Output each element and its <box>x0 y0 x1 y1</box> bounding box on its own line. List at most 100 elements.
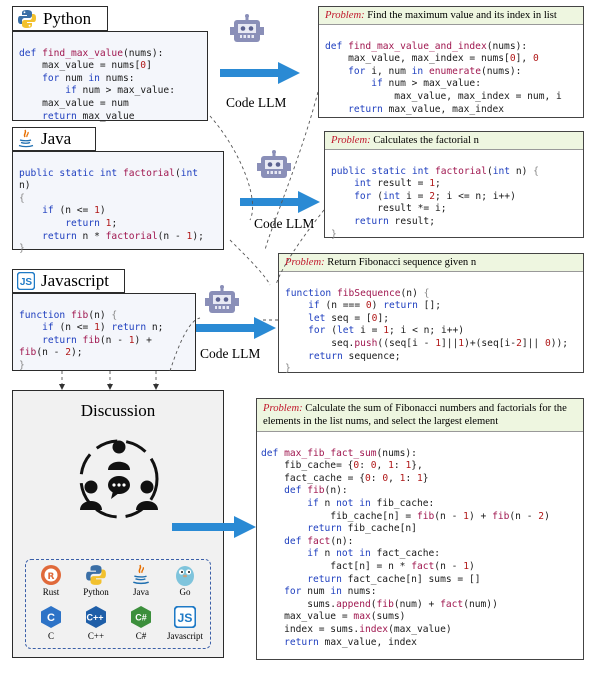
java-label-text: Java <box>41 129 72 148</box>
python-output-box: Problem: Find the maximum value and its … <box>318 6 584 118</box>
code-line: fib_cache[n] = fib(n - 1) + fib(n - 2) <box>261 510 550 522</box>
code-line: max_value = max(sums) <box>261 611 406 623</box>
code-line: fact_cache = {0: 0, 1: 1} <box>261 472 429 484</box>
code-line: sums.append(fib(num) + fact(num)) <box>261 598 498 610</box>
code-line: if n not in fact_cache: <box>307 548 441 560</box>
code-line: def find_max_value_and_index(nums): <box>325 40 528 52</box>
problem-text: Return Fibonacci sequence given n <box>327 257 477 268</box>
code-line: def fact(n): <box>284 535 354 547</box>
language-label: Go <box>179 587 191 597</box>
arrow-icon <box>196 317 276 339</box>
java-logo-icon <box>133 564 149 585</box>
code-line: { <box>19 192 25 204</box>
problem-text: Calculate the sum of Fibonacci numbers a… <box>263 403 567 427</box>
arrow-icon <box>172 516 256 538</box>
svg-text:R: R <box>48 572 55 582</box>
java-output-code: public static int factorial(int n) { int… <box>325 150 583 269</box>
cpp-language-icon: C++ <box>86 606 106 628</box>
code-line: max_value, max_index = nums[0], 0 <box>325 53 539 65</box>
problem-header: Problem: Return Fibonacci sequence given… <box>279 254 583 272</box>
code-line: if (n <= 1) return n; <box>42 322 164 334</box>
code-line: return max_value, max_index <box>348 103 505 115</box>
code-llm-label: Code LLM <box>200 346 261 361</box>
problem-text: Calculates the factorial n <box>373 135 479 146</box>
python-logo-icon <box>86 565 106 585</box>
svg-text:C++: C++ <box>86 613 103 623</box>
problem-header: Problem: Calculates the factorial n <box>325 132 583 150</box>
code-line: return fact_cache[n] sums = [] <box>307 573 481 585</box>
code-line: return sequence; <box>308 350 401 362</box>
discussion-box: Discussion R Rust Python Java <box>12 390 224 658</box>
code-line: return max_value, index <box>284 636 417 648</box>
javascript-source-code: function fib(n) { if (n <= 1) return n; … <box>12 293 196 371</box>
javascript-output-code: function fibSequence(n) { if (n === 0) r… <box>279 272 583 404</box>
robot-icon <box>230 14 264 42</box>
code-line: } <box>19 243 25 255</box>
svg-text:C#: C# <box>135 613 147 623</box>
language-label: C# <box>135 631 147 641</box>
code-line: max_value = num <box>19 97 129 109</box>
c-language-icon: C <box>41 606 61 628</box>
problem-tag: Problem: <box>263 403 303 414</box>
code-line: for num in nums: <box>42 72 135 84</box>
code-line: if (n <= 1) <box>42 205 106 217</box>
robot-icon <box>257 150 291 178</box>
java-output-box: Problem: Calculates the factorial n publ… <box>324 131 584 240</box>
rust-icon: R <box>41 565 61 585</box>
python-source-code: def find_max_value(nums): max_value = nu… <box>12 31 208 122</box>
code-line: return fib(n - 1) + <box>42 334 152 346</box>
code-line: if num > max_value: <box>371 78 481 90</box>
python-label: Python <box>12 6 108 31</box>
code-line: for (int i = 2; i <= n; i++) <box>354 190 516 202</box>
go-gopher-icon <box>176 566 194 586</box>
language-label: Rust <box>42 587 60 597</box>
code-line: let seq = [0]; <box>308 312 389 324</box>
java-label: Java <box>12 127 96 151</box>
code-line: if num > max_value: <box>65 85 175 97</box>
svg-text:C: C <box>47 612 55 624</box>
code-line: int result = 1; <box>354 178 441 190</box>
code-line: function fib(n) { <box>19 309 118 321</box>
code-line: return result; <box>354 215 435 227</box>
code-line: fact[n] = n * fact(n - 1) <box>261 560 475 572</box>
code-line: public static int factorial(int <box>19 167 199 179</box>
language-label: Javascript <box>167 631 203 641</box>
arrow-icon <box>220 62 300 84</box>
svg-text:JS: JS <box>178 611 193 625</box>
code-line: def max_fib_fact_sum(nums): <box>261 447 417 459</box>
code-line: for i, num in enumerate(nums): <box>348 65 522 77</box>
javascript-logo-icon: JS <box>17 272 35 290</box>
svg-text:JS: JS <box>20 277 33 288</box>
code-line: return fib_cache[n] <box>307 523 417 535</box>
code-line: } <box>19 359 25 371</box>
code-line: def find_max_value(nums): <box>19 47 164 59</box>
code-line: public static int factorial(int n) { <box>331 165 539 177</box>
code-line: return n * factorial(n - 1); <box>42 230 204 242</box>
code-line: max_value = nums[0] <box>19 60 152 72</box>
problem-text: Find the maximum value and its index in … <box>367 10 557 21</box>
javascript-output-box: Problem: Return Fibonacci sequence given… <box>278 253 584 374</box>
code-line: index = sums.index(max_value) <box>261 623 452 635</box>
code-line: fib_cache= {0: 0, 1: 1}, <box>261 460 423 472</box>
code-llm-label: Code LLM <box>254 216 315 231</box>
java-logo-icon <box>18 129 34 148</box>
final-output-box: Problem: Calculate the sum of Fibonacci … <box>256 398 584 660</box>
csharp-language-icon: C# <box>131 606 151 628</box>
language-label: Python <box>83 587 109 597</box>
code-line: result *= i; <box>331 203 447 215</box>
discussion-title: Discussion <box>80 401 156 420</box>
javascript-logo-icon: JS <box>174 606 196 628</box>
javascript-label-text: Javascript <box>41 271 109 290</box>
code-line: if (n === 0) return []; <box>308 300 441 312</box>
final-output-code: def max_fib_fact_sum(nums): fib_cache= {… <box>257 432 583 677</box>
code-line: return max_value <box>42 110 135 122</box>
python-logo-icon <box>18 9 36 28</box>
problem-tag: Problem: <box>331 135 371 146</box>
python-label-text: Python <box>43 8 92 28</box>
javascript-label: JS Javascript <box>12 269 125 293</box>
problem-header: Problem: Find the maximum value and its … <box>319 7 583 25</box>
arrow-icon <box>240 191 320 213</box>
python-output-code: def find_max_value_and_index(nums): max_… <box>319 25 583 144</box>
code-line: seq.push((seq[i - 1]||1)+(seq[i-2]|| 0))… <box>285 337 569 349</box>
